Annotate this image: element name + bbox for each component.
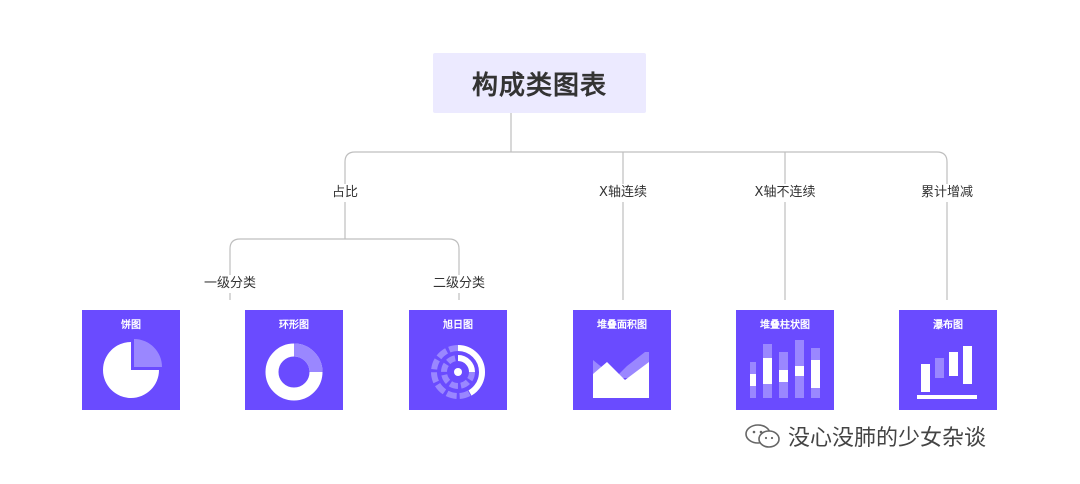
card-title: 堆叠面积图 — [597, 320, 647, 331]
pie-chart-icon — [103, 339, 162, 398]
card-title: 旭日图 — [443, 320, 473, 331]
branch-label-cumulative: 累计增减 — [917, 184, 977, 202]
root-title: 构成类图表 — [471, 70, 607, 101]
card-title: 饼图 — [121, 320, 141, 331]
card-donut-chart: 环形图 — [245, 310, 343, 410]
sunburst-chart-icon — [431, 345, 486, 399]
root-node: 构成类图表 — [433, 53, 646, 113]
card-stacked-area-chart: 堆叠面积图 — [573, 310, 671, 410]
stacked-bar-chart-icon — [750, 340, 820, 398]
watermark-text: 没心没肺的少女杂谈 — [788, 426, 987, 451]
waterfall-chart-icon — [917, 346, 977, 399]
wechat-icon — [745, 424, 780, 448]
branch-label-proportion: 占比 — [328, 184, 362, 202]
card-waterfall-chart: 瀑布图 — [899, 310, 997, 410]
card-title: 瀑布图 — [933, 320, 963, 331]
branch-label-x-discontinuous: X轴不连续 — [751, 184, 819, 202]
card-stacked-bar-chart: 堆叠柱状图 — [736, 310, 834, 410]
card-sunburst-chart: 旭日图 — [409, 310, 507, 410]
card-title: 环形图 — [279, 320, 309, 331]
sub-branch-label-level1: 一级分类 — [200, 275, 260, 293]
branch-label-x-continuous: X轴连续 — [596, 184, 650, 202]
stacked-area-chart-icon — [593, 352, 649, 398]
card-pie-chart: 饼图 — [82, 310, 180, 410]
watermark: 没心没肺的少女杂谈 — [744, 421, 986, 451]
card-title: 堆叠柱状图 — [760, 320, 810, 331]
sub-branch-label-level2: 二级分类 — [429, 275, 489, 293]
donut-chart-icon — [265, 343, 323, 401]
